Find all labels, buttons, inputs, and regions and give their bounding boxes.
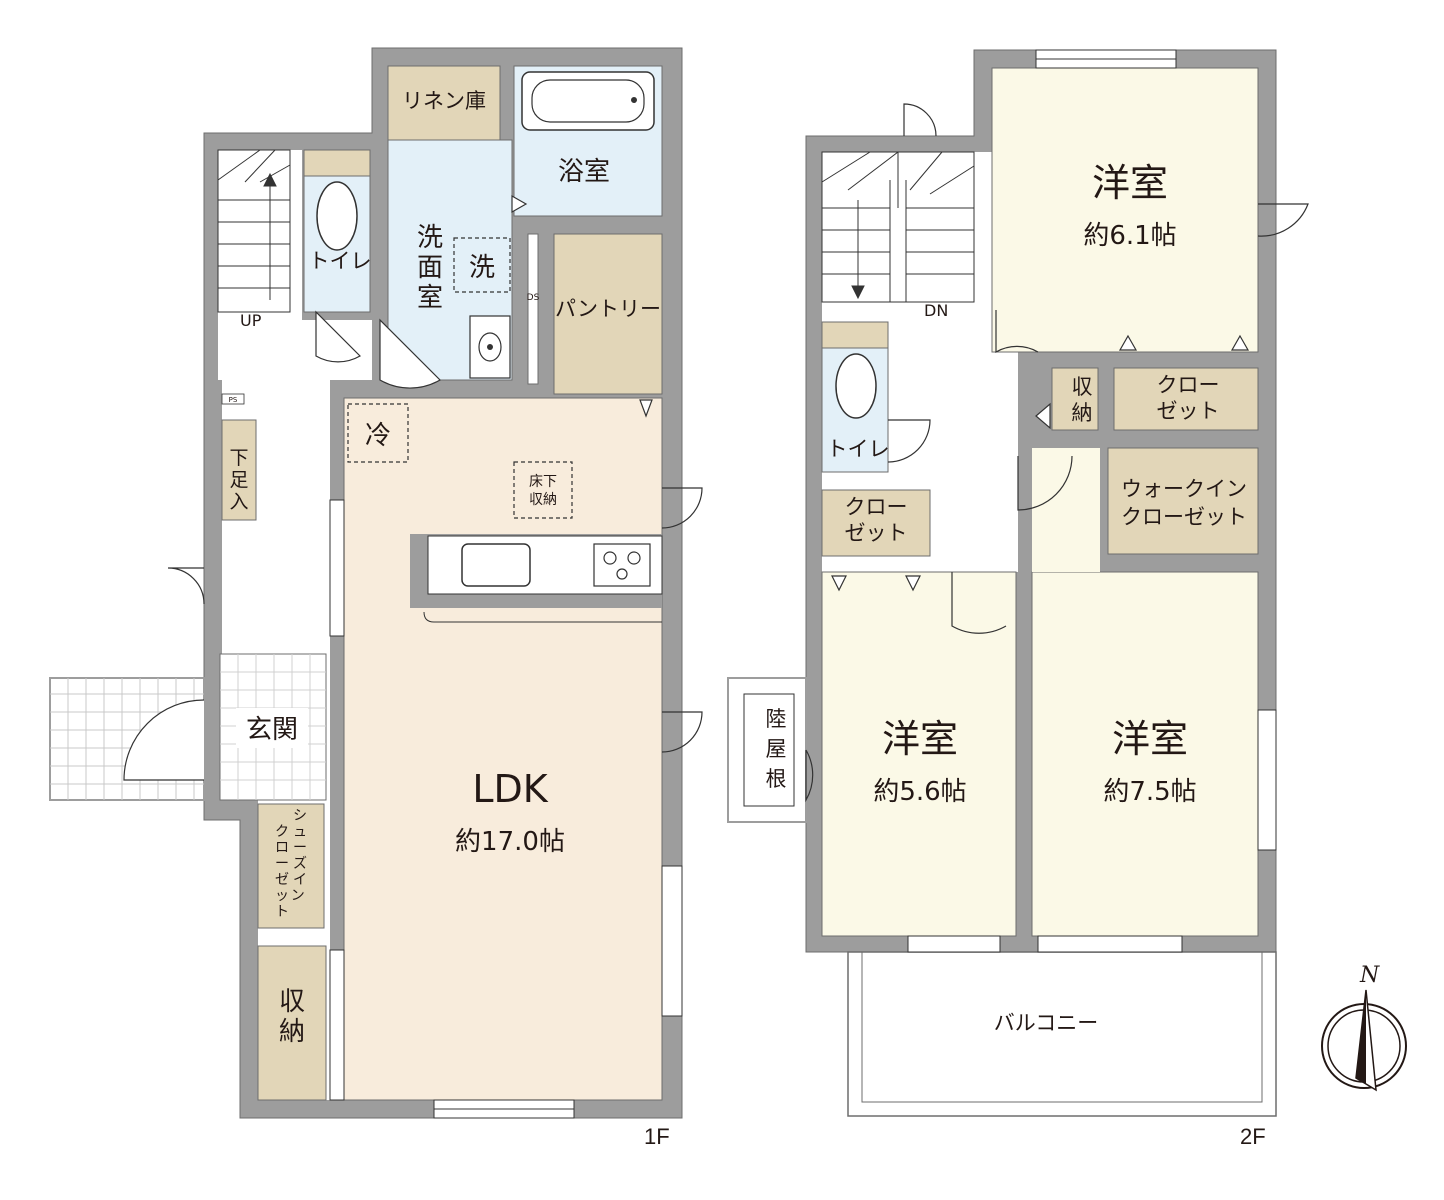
- shoe-storage: [221, 419, 257, 521]
- closet-room1-c1: クロー: [1157, 373, 1220, 397]
- underfloor-c1: 床下: [529, 474, 557, 490]
- storage-1f-c1: 収: [279, 987, 305, 1017]
- ps-label: PS: [229, 396, 238, 404]
- ds-label: DS: [527, 293, 540, 303]
- doors-1f[interactable]: [167, 194, 703, 753]
- balcony-label: バルコニー: [994, 1011, 1099, 1035]
- shoes-in-closet: [257, 803, 325, 929]
- balcony: [847, 951, 1277, 1117]
- storage-1f-c2: 納: [279, 1017, 305, 1047]
- washer-label: 洗: [469, 253, 495, 283]
- bedroom-1-size: 約6.1帖: [1083, 221, 1176, 251]
- ldk-size: 約17.0帖: [455, 827, 565, 857]
- ldk-name: LDK: [472, 767, 548, 811]
- storage-1f: [257, 945, 327, 1101]
- bedroom-1: [991, 67, 1259, 353]
- bedroom-1-name: 洋室: [1092, 161, 1168, 205]
- floor1-stairs: [217, 149, 291, 313]
- kitchen-sink-icon: [461, 543, 531, 587]
- flat-roof-c3: 根: [766, 767, 787, 791]
- up-label: UP: [240, 311, 262, 330]
- bath-label: 浴室: [558, 157, 610, 187]
- ldk-room: [343, 397, 663, 1101]
- storage-2f-c2: 納: [1072, 401, 1093, 425]
- storage-2f: [1051, 367, 1099, 431]
- washroom-label-3: 室: [417, 283, 443, 313]
- closet-room2-c2: ゼット: [845, 521, 908, 545]
- windows-2f: [907, 49, 1277, 953]
- walkin-c1: ウォークイン: [1121, 477, 1247, 501]
- closet-room1-c2: ゼット: [1157, 399, 1220, 423]
- shoe-storage-c2: 足: [229, 469, 248, 491]
- bedroom-3-size: 約7.5帖: [1103, 777, 1196, 807]
- closet-room1: [1113, 367, 1259, 431]
- stair-steps-2f: [821, 151, 975, 302]
- fridge-label: 冷: [365, 421, 391, 451]
- underfloor-storage: [513, 461, 573, 519]
- toilet-2f-label: トイレ: [827, 437, 890, 461]
- flat-roof-c2: 屋: [766, 737, 787, 761]
- shoes-closet-text: シューズイン クローゼット: [275, 808, 309, 920]
- fridge-space: [347, 403, 409, 463]
- washroom-label-2: 面: [417, 253, 443, 283]
- entrance-door[interactable]: [123, 699, 205, 781]
- compass-north-label: N: [1359, 963, 1380, 988]
- bedroom-2-name: 洋室: [882, 717, 958, 761]
- shoe-storage-c1: 下: [229, 447, 248, 469]
- pipe-space: [221, 393, 245, 405]
- shoe-storage-c3: 入: [229, 491, 248, 513]
- washroom-label-1: 洗: [417, 223, 443, 253]
- genkan-label: 玄関: [246, 715, 298, 745]
- floor-1: UP リネン庫 浴室 洗 面 室 洗 DS パントリー トイレ: [49, 47, 703, 1149]
- doors-2f[interactable]: [805, 103, 1309, 803]
- windows-1f: [329, 499, 683, 1119]
- washer-space: [453, 237, 511, 293]
- dn-label: DN: [924, 301, 948, 320]
- toilet-2f-bowl-icon: [835, 353, 877, 419]
- stove-icon: [593, 543, 651, 587]
- bathtub-icon: [521, 71, 655, 131]
- walkin-c2: クローゼット: [1121, 505, 1247, 529]
- toilet-bowl-icon: [316, 181, 358, 251]
- closet-room2-c1: クロー: [845, 495, 908, 519]
- stair-steps-1f: [217, 149, 291, 300]
- floor1-hall: [218, 150, 372, 1100]
- closet-room2: [821, 489, 931, 557]
- pantry: [553, 233, 663, 395]
- duct-space: [527, 233, 539, 385]
- storage-2f-c1: 収: [1072, 375, 1093, 399]
- walkin-closet: [1107, 447, 1259, 555]
- toilet-1f-label: トイレ: [309, 249, 372, 273]
- north-compass: N: [1321, 963, 1407, 1092]
- floor2-label: 2F: [1240, 1124, 1266, 1149]
- bedroom-3: [1031, 571, 1259, 937]
- bedroom-2-size: 約5.6帖: [873, 777, 966, 807]
- linen-label: リネン庫: [402, 89, 486, 113]
- floor1-label: 1F: [644, 1124, 670, 1149]
- flat-roof-c1: 陸: [766, 707, 787, 731]
- bedroom-3-name: 洋室: [1112, 717, 1188, 761]
- pantry-label: パントリー: [555, 297, 661, 321]
- underfloor-c2: 収納: [529, 492, 557, 508]
- floor-2: DN 洋室 約6.1帖 トイレ 収 納 クロー ゼット ウォークイン クローゼッ…: [727, 49, 1309, 1149]
